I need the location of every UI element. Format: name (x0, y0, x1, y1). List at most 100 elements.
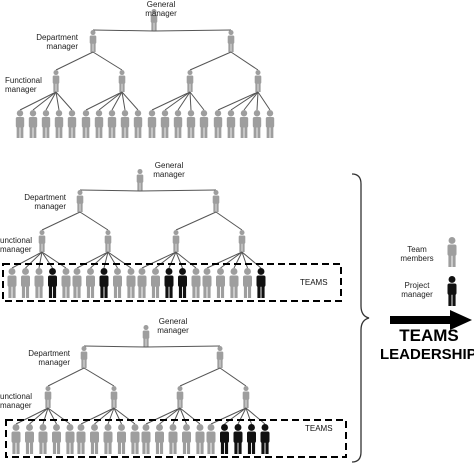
dm-to-fm-line (189, 51, 232, 71)
person-leg (146, 338, 149, 347)
team-member-person-black (260, 424, 270, 454)
person-head (177, 386, 183, 392)
person-body (212, 195, 220, 204)
person-leg (216, 286, 221, 298)
person-body (107, 117, 117, 128)
person-leg (135, 442, 139, 454)
person-head (134, 110, 142, 117)
dm-to-fm-line (175, 211, 217, 231)
person-body (130, 431, 140, 443)
person-leg (178, 286, 183, 298)
person-leg (138, 126, 142, 138)
staff-member-person (206, 424, 216, 454)
person-body (117, 431, 126, 443)
fm-to-member-line (151, 91, 191, 111)
person-leg (125, 126, 129, 138)
person-body (176, 391, 184, 400)
fm-to-member-line (47, 407, 71, 425)
staff-member-person (229, 268, 239, 298)
person-leg (119, 83, 122, 92)
person-head (244, 268, 251, 275)
person-leg (159, 442, 164, 454)
person-leg (217, 359, 220, 368)
person-head (138, 268, 146, 275)
person-leg (66, 442, 70, 454)
person-leg (177, 399, 180, 408)
staff-member-person (147, 110, 157, 138)
person-head (151, 9, 157, 15)
person-head (169, 424, 177, 431)
fm-to-member-line (25, 251, 43, 269)
person-leg (59, 126, 63, 138)
fm-to-member-line (245, 407, 266, 425)
fm-to-member-line (189, 91, 192, 111)
person-leg (16, 126, 20, 138)
person-head (131, 424, 139, 431)
person-leg (137, 182, 140, 191)
person-head (119, 70, 125, 76)
person-leg (165, 286, 169, 298)
person-head (187, 110, 195, 117)
person-head (228, 29, 234, 36)
general-manager-person (136, 169, 144, 191)
person-body (94, 117, 104, 128)
person-leg (146, 442, 150, 454)
person-leg (77, 442, 81, 454)
fm-to-member-line (233, 251, 243, 269)
person-leg (46, 126, 50, 138)
functional-manager-person (254, 70, 262, 92)
teams-label-middle: TEAMS (300, 278, 328, 287)
person-leg (253, 126, 257, 138)
fm-to-member-line (85, 91, 123, 111)
person-head (118, 424, 125, 431)
person-body (44, 391, 52, 400)
person-body (11, 431, 21, 443)
person-body (21, 275, 30, 287)
person-leg (270, 126, 274, 138)
staff-member-person (72, 268, 82, 298)
person-body (168, 431, 178, 443)
person-head (192, 268, 200, 275)
dm-to-fm-line (230, 51, 259, 71)
department-manager-person (76, 190, 84, 212)
person-leg (117, 442, 122, 454)
person-leg (104, 442, 108, 454)
gm-to-dm-line (139, 189, 217, 192)
person-body (160, 117, 170, 128)
person-body (229, 275, 239, 287)
person-leg (257, 286, 261, 298)
person-leg (138, 286, 142, 298)
person-leg (113, 286, 118, 298)
person-leg (243, 286, 248, 298)
person-leg (99, 126, 103, 138)
fm-to-member-line (76, 251, 109, 269)
person-leg (182, 442, 187, 454)
dm-to-fm-line (179, 367, 221, 387)
person-leg (218, 126, 222, 138)
fm-to-member-line (113, 407, 122, 425)
person-head (227, 110, 235, 117)
staff-member-person (76, 424, 86, 454)
person-leg (86, 286, 91, 298)
functional-manager-label-top: Functional manager (5, 76, 42, 94)
person-body (126, 275, 136, 287)
person-leg (39, 243, 42, 252)
staff-member-person (81, 110, 91, 138)
person-leg (142, 442, 146, 454)
person-leg (29, 126, 33, 138)
person-leg (173, 243, 176, 252)
person-leg (39, 286, 43, 298)
person-body (52, 431, 61, 443)
person-leg (35, 286, 39, 298)
functional-manager-person (176, 386, 184, 408)
person-leg (100, 286, 104, 298)
fm-to-member-line (179, 407, 201, 425)
person-head (213, 190, 219, 196)
person-leg (90, 286, 95, 298)
staff-member-person (137, 268, 147, 298)
person-leg (108, 243, 111, 252)
person-leg (105, 243, 108, 252)
person-body (216, 275, 225, 287)
person-leg (82, 126, 86, 138)
staff-member-person (7, 268, 17, 298)
